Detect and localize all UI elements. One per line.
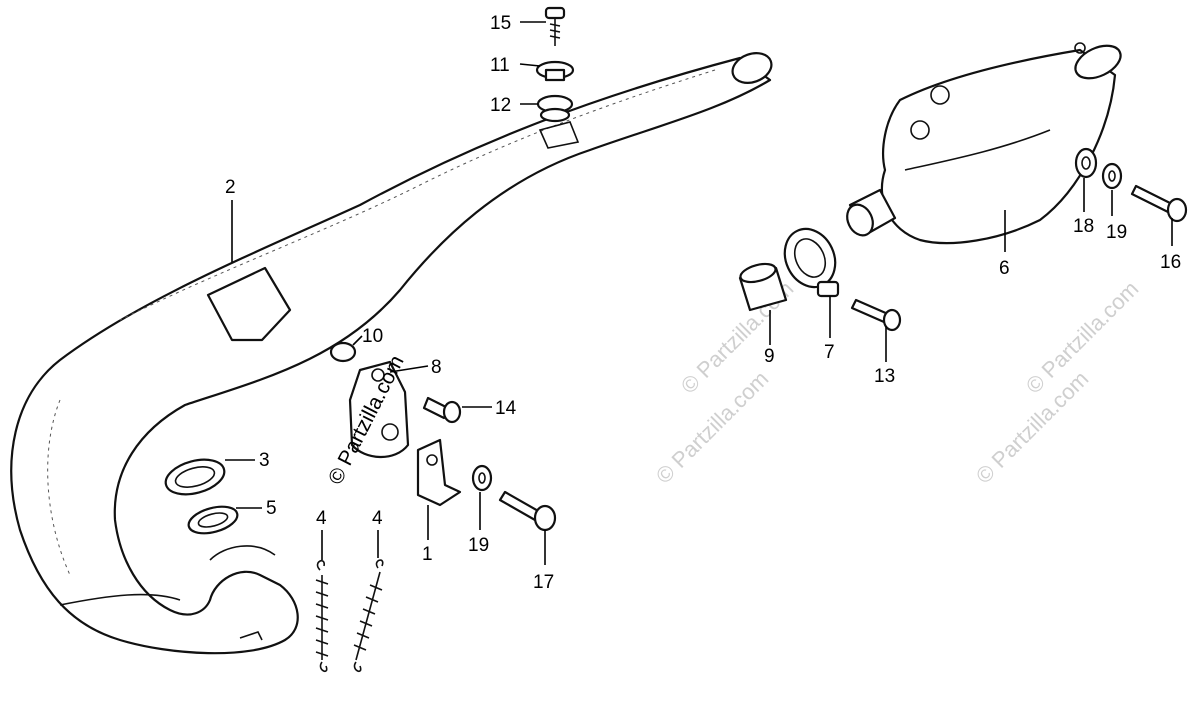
callouts: 15 11 12 2 10 8 14 3 5 4 4 1 19 17 9 7 1… <box>225 13 1181 593</box>
spring-4-right <box>353 559 384 673</box>
callout-2: 2 <box>225 177 236 198</box>
callout-19-upper: 19 <box>1106 222 1127 243</box>
bracket-1 <box>416 438 462 507</box>
bracket-8 <box>348 360 410 459</box>
clamp-7 <box>783 227 840 298</box>
bolt-16 <box>1130 184 1188 223</box>
callout-19-lower: 19 <box>468 535 489 556</box>
seal-3 <box>164 458 226 496</box>
washer-10 <box>329 341 357 363</box>
callout-12: 12 <box>490 95 511 116</box>
cap-11 <box>535 60 575 82</box>
bolt-15 <box>544 6 566 46</box>
callout-7: 7 <box>824 342 835 363</box>
callout-16: 16 <box>1160 252 1181 273</box>
expansion-chamber <box>10 52 773 655</box>
collar-9 <box>738 262 788 312</box>
bolt-14 <box>422 396 462 424</box>
spring-4-left <box>315 559 329 673</box>
callout-8: 8 <box>431 357 442 378</box>
gasket-5 <box>187 505 239 535</box>
callout-15: 15 <box>490 13 511 34</box>
callout-6: 6 <box>999 258 1010 279</box>
callout-4-left: 4 <box>316 508 327 529</box>
callout-4-right: 4 <box>372 508 383 529</box>
callout-18: 18 <box>1073 216 1094 237</box>
callout-17: 17 <box>533 572 554 593</box>
washer-18 <box>1074 147 1098 179</box>
callout-9: 9 <box>764 346 775 367</box>
callout-14: 14 <box>495 398 517 419</box>
callout-10: 10 <box>362 326 383 347</box>
watermark-center: © Partzilla.com <box>651 366 774 489</box>
leader-lines <box>225 21 1173 565</box>
callout-3: 3 <box>259 450 270 471</box>
callout-1: 1 <box>422 544 433 565</box>
callout-11: 11 <box>490 55 510 76</box>
silencer <box>846 42 1122 245</box>
callout-5: 5 <box>266 498 277 519</box>
washer-19-upper <box>1101 162 1123 190</box>
washer-19-lower <box>471 464 493 492</box>
grommet-12 <box>536 94 574 123</box>
bolt-13 <box>850 298 902 332</box>
bolt-17 <box>498 490 557 532</box>
callout-13: 13 <box>874 366 895 387</box>
